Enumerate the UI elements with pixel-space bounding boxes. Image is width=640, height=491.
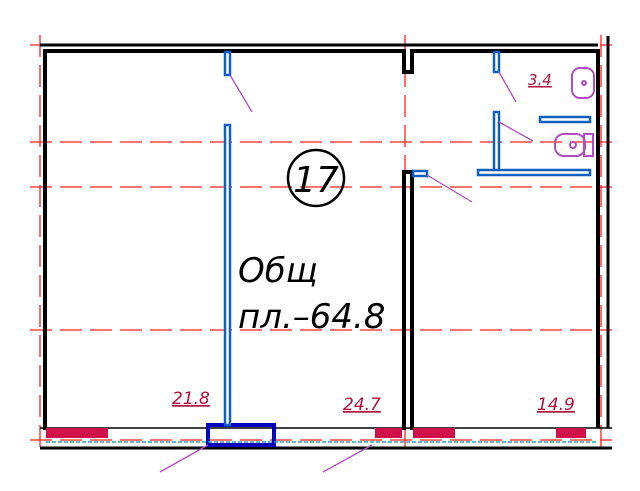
sink-icon <box>571 67 595 99</box>
windows <box>46 423 598 447</box>
toilet-icon <box>554 133 594 157</box>
balcony-door <box>206 423 276 447</box>
outer-walls <box>40 36 612 450</box>
partitions <box>223 50 592 427</box>
total-area-value: пл.–64.8 <box>238 297 385 337</box>
room-area-middle: 24.7 <box>343 395 381 415</box>
apartment-number-circle <box>286 148 346 208</box>
total-area-label: Общ <box>238 251 318 291</box>
room-area-right: 14.9 <box>537 395 575 415</box>
window-3 <box>413 428 455 438</box>
room-area-left: 21.8 <box>172 389 210 409</box>
door-lines <box>159 71 534 473</box>
apartment-number: 17 <box>293 160 339 201</box>
room-area-bathroom: 3.4 <box>528 71 552 89</box>
window-4 <box>556 428 586 438</box>
window-2 <box>375 428 402 438</box>
axis-lines <box>30 35 612 455</box>
window-1 <box>46 428 108 438</box>
